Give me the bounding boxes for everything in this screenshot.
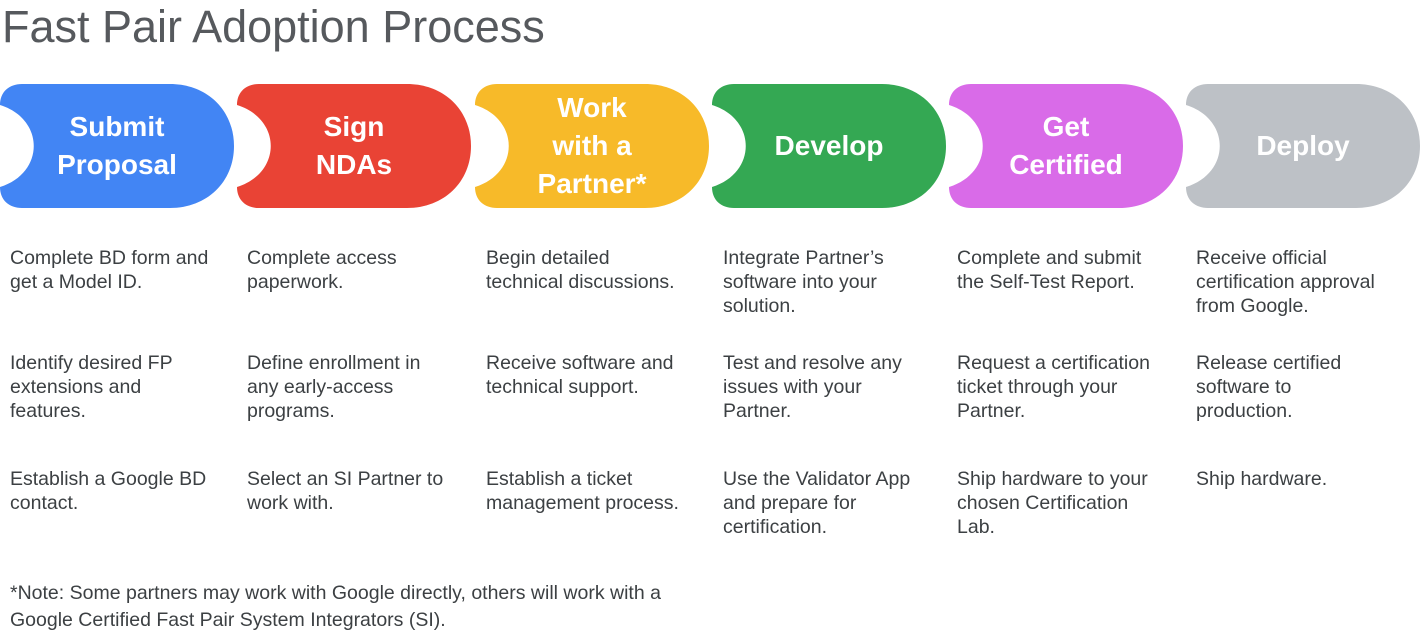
step-item: Ship hardware. (1196, 468, 1328, 490)
stage-shape (237, 84, 471, 208)
stage-shape (475, 84, 709, 208)
stage-label: Develop (774, 130, 884, 161)
page-title: Fast Pair Adoption Process (2, 1, 545, 52)
stage-shape-path (237, 84, 471, 208)
stage-shape-path (475, 84, 709, 208)
stage-shape-path (0, 84, 234, 208)
stage-work-with-a-partner: Work with a Partner* (475, 84, 709, 208)
step-item: Request a certification ticket through y… (957, 352, 1150, 422)
stage-label: Deploy (1256, 130, 1350, 161)
step-item: Test and resolve any issues with your Pa… (723, 352, 902, 422)
step-item: Establish a ticket management process. (486, 468, 679, 514)
step-item: Receive official certification approval … (1196, 247, 1375, 317)
step-item: Establish a Google BD contact. (10, 468, 207, 514)
stage-shape (712, 84, 946, 208)
step-item: Integrate Partner’s software into your s… (723, 247, 884, 317)
step-item: Complete BD form and get a Model ID. (10, 247, 209, 293)
stage-develop: Develop (712, 84, 946, 208)
stage-shape-path (949, 84, 1183, 208)
step-item: Use the Validator App and prepare for ce… (723, 468, 911, 538)
stage-label: Submit Proposal (57, 111, 177, 180)
stage-label: Sign NDAs (315, 111, 393, 180)
footnote: *Note: Some partners may work with Googl… (10, 582, 661, 631)
stage-sign-ndas: Sign NDAs (237, 84, 471, 208)
stage-get-certified: Get Certified (949, 84, 1183, 208)
step-item: Identify desired FP extensions and featu… (10, 352, 173, 422)
stage-shape-path (1186, 84, 1420, 208)
stage-shape (1186, 84, 1420, 208)
stage-shape (0, 84, 234, 208)
stage-label: Get Certified (1009, 111, 1123, 180)
stage-shape (949, 84, 1183, 208)
step-item: Release certified software to production… (1196, 352, 1342, 422)
stage-submit-proposal: Submit Proposal (0, 84, 234, 208)
step-item: Complete and submit the Self-Test Report… (957, 247, 1142, 293)
step-item: Begin detailed technical discussions. (486, 247, 675, 293)
step-item: Define enrollment in any early-access pr… (247, 352, 421, 422)
stage-shape-path (712, 84, 946, 208)
step-item: Ship hardware to your chosen Certificati… (957, 468, 1148, 538)
stage-deploy: Deploy (1186, 84, 1420, 208)
stage-label: Work with a Partner* (537, 92, 647, 199)
step-item: Receive software and technical support. (486, 352, 674, 398)
step-item: Complete access paperwork. (247, 247, 397, 293)
step-item: Select an SI Partner to work with. (247, 468, 444, 514)
